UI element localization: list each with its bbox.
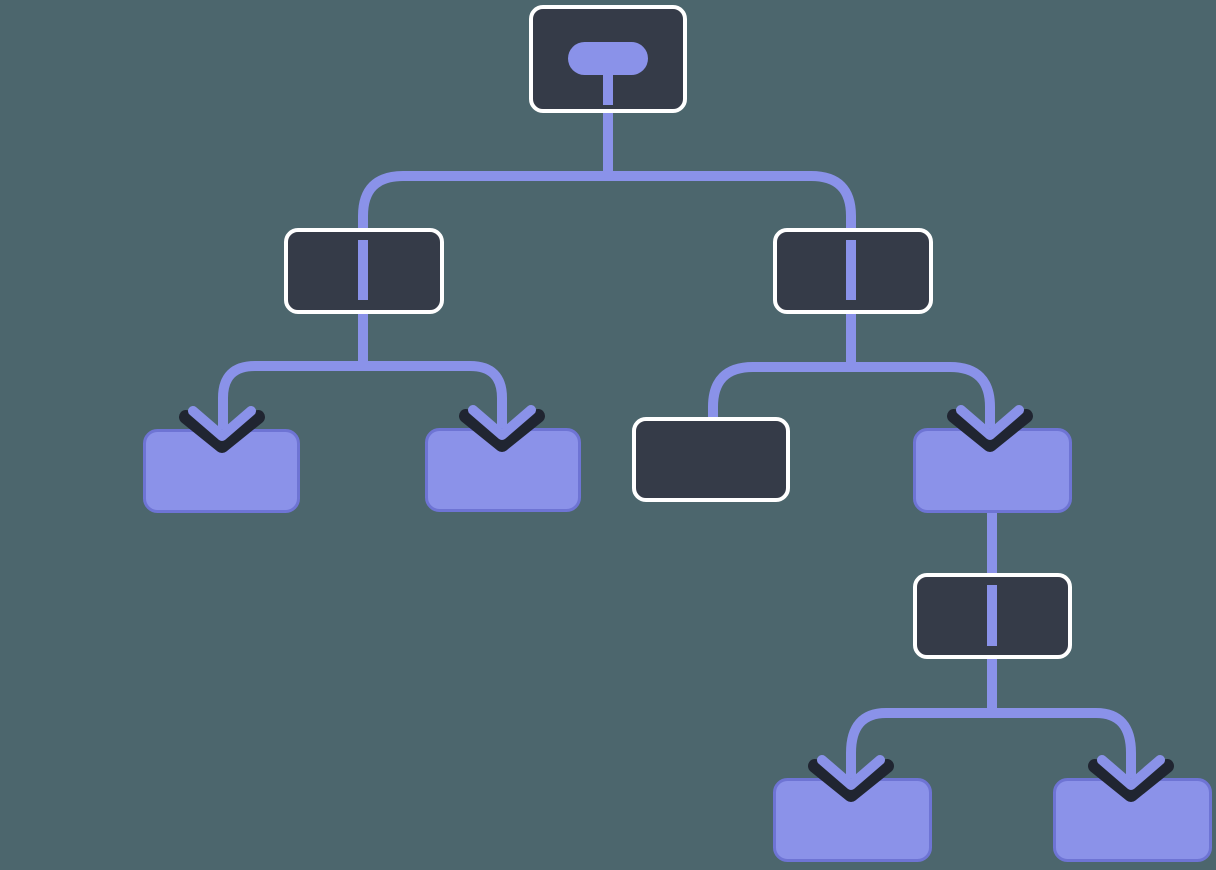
leaf-4-chevron-purple-icon: [817, 755, 885, 790]
node-leaf-5[interactable]: [1053, 755, 1212, 862]
node-leaf-4[interactable]: [773, 755, 932, 862]
node-leaf-dark[interactable]: [632, 417, 790, 502]
node-leaf-3[interactable]: [913, 405, 1072, 513]
leaf-1-chevron-dark-icon: [179, 410, 265, 453]
node-branch-lower[interactable]: [913, 573, 1072, 659]
leaf-5-chevron-purple-icon: [1097, 755, 1165, 790]
node-branch-left[interactable]: [284, 228, 444, 314]
leaf-dark-box[interactable]: [632, 417, 790, 502]
connector-layer: [218, 113, 1136, 785]
leaf-3-chevron-purple-icon: [956, 405, 1024, 440]
node-branch-right[interactable]: [773, 228, 933, 314]
connector-right-bar: [708, 362, 995, 435]
node-leaf-1[interactable]: [143, 406, 300, 513]
leaf-4-chevron-dark-icon: [808, 759, 894, 802]
leaf-3-chevron-dark-icon: [947, 409, 1033, 452]
leaf-5-chevron-dark-icon: [1088, 759, 1174, 802]
connector-bottom-bar: [846, 708, 1136, 785]
node-leaf-2[interactable]: [425, 405, 581, 512]
connector-left-bar: [218, 361, 507, 436]
leaf-2-chevron-dark-icon: [459, 409, 545, 452]
leaf-1-chevron-purple-icon: [188, 406, 256, 441]
root-title-pill: [568, 42, 648, 75]
leaf-2-chevron-purple-icon: [468, 405, 536, 440]
connector-level1-bar: [358, 171, 856, 228]
node-root[interactable]: [529, 5, 687, 113]
